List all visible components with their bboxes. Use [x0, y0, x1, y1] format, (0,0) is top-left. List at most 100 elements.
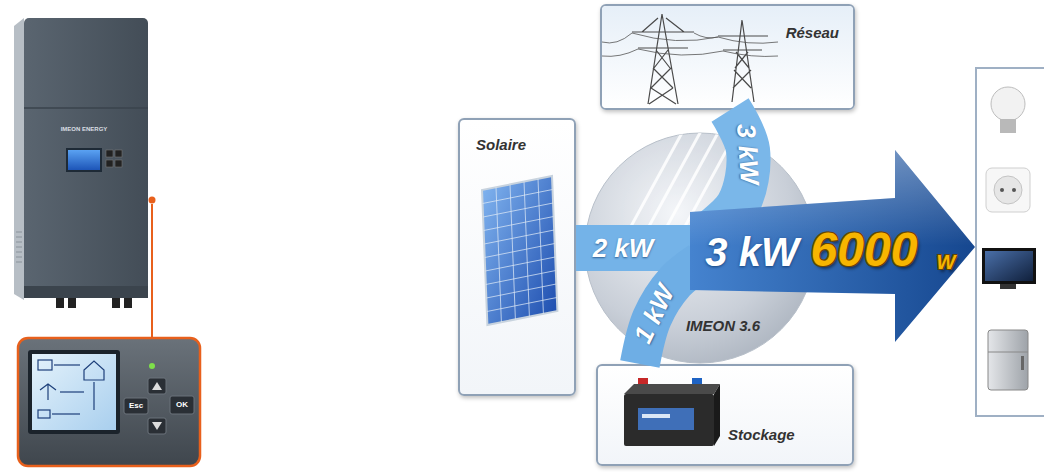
inverter-connectors	[56, 298, 132, 308]
inverter-vents	[16, 252, 22, 253]
storage-box: Stockage	[596, 364, 854, 466]
inverter-vents	[16, 232, 22, 262]
up-triangle	[152, 382, 162, 390]
total-power: 6000	[811, 226, 918, 274]
fridge-icon	[988, 330, 1028, 390]
node-title: Stockage	[728, 426, 795, 444]
inverter-connectors	[68, 298, 76, 308]
grid-box: Réseau	[600, 4, 855, 110]
big-arrow	[690, 150, 975, 342]
inverter-side	[14, 18, 24, 300]
battery-illustration	[624, 384, 720, 394]
lcd-icons	[60, 391, 84, 392]
inverter-photo	[14, 18, 148, 308]
down-button	[148, 418, 166, 434]
solar-panel-illustration	[460, 120, 574, 394]
leader-dot	[149, 197, 156, 204]
socket-hole	[1000, 188, 1004, 192]
pylon-illustration	[602, 6, 853, 108]
appliances-box	[976, 68, 1044, 416]
socket-hole	[1012, 188, 1016, 192]
node-title: IMEON 3.6	[686, 317, 761, 335]
button-label: OK	[176, 401, 188, 409]
lcd-bezel	[28, 350, 120, 434]
pylon-illustration	[602, 33, 778, 56]
solar-panel-illustration	[482, 176, 557, 325]
inverter-display	[66, 148, 102, 172]
tv-stand	[1000, 284, 1016, 289]
brand-logo: IMEON ENERGY	[61, 126, 108, 132]
power-unit: W	[937, 252, 956, 272]
power-value: 3 kW	[705, 232, 798, 272]
solar-panel-illustration	[482, 176, 557, 325]
pylon-illustration	[602, 49, 778, 56]
battery-illustration	[714, 384, 720, 446]
zoom-frame	[18, 338, 200, 466]
flow-label: 1 kW	[629, 281, 679, 347]
inverter-buttons	[115, 160, 122, 167]
up-button	[148, 378, 166, 394]
lcd-screen	[32, 354, 116, 430]
flow-label: 2 kW	[593, 235, 654, 261]
lcd-icons	[38, 360, 52, 370]
inverter-connectors	[56, 298, 64, 308]
esc-button	[124, 398, 148, 414]
inverter-connectors	[112, 298, 120, 308]
inverter-seam	[24, 107, 148, 109]
battery-illustration	[624, 394, 714, 446]
inverter-vents	[16, 262, 22, 263]
lcd-icons	[38, 360, 104, 418]
lcd-icons	[40, 384, 56, 400]
inverter-screen	[68, 150, 100, 170]
lcd-icons	[38, 410, 50, 418]
socket-face	[994, 176, 1022, 204]
inverter-vents	[16, 257, 22, 258]
lcd-icons	[84, 361, 104, 380]
inverter-vents	[16, 242, 22, 243]
tv-icon	[982, 248, 1036, 284]
pylon-illustration	[632, 14, 768, 104]
button-label: Esc	[129, 402, 143, 410]
inverter-buttons	[106, 160, 113, 167]
solar-box: Solaire	[458, 118, 576, 396]
pylon-illustration	[632, 14, 694, 104]
inverter-vents	[16, 237, 22, 238]
inverter-body	[24, 18, 148, 298]
inverter-buttons	[106, 150, 122, 167]
lcd-icons	[54, 364, 80, 365]
ok-button	[170, 396, 194, 414]
tv-screen	[985, 251, 1033, 281]
socket-icon	[986, 168, 1030, 212]
battery-illustration	[598, 366, 852, 464]
bulb-base	[1000, 119, 1016, 133]
node-title: Réseau	[786, 24, 840, 42]
display-zoom	[18, 338, 200, 466]
lcd-icons	[93, 382, 94, 410]
battery-illustration	[638, 408, 694, 430]
battery-illustration	[642, 414, 670, 418]
inverter-base	[24, 286, 148, 298]
pylon-illustration	[718, 20, 768, 102]
fridge-handle	[1021, 356, 1024, 370]
bulb-icon	[991, 87, 1025, 121]
pylon-illustration	[602, 6, 853, 108]
appliances-panel	[976, 68, 1044, 416]
status-led	[149, 363, 155, 369]
solar-panel-illustration	[482, 176, 557, 325]
flow-label: 3 kW	[733, 123, 763, 185]
inverter-buttons	[115, 150, 122, 157]
inverter-buttons	[106, 150, 113, 157]
node-title: Solaire	[476, 136, 527, 154]
inverter-connectors	[124, 298, 132, 308]
lcd-icons	[52, 413, 80, 414]
pylon-illustration	[602, 33, 778, 43]
inverter-vents	[16, 247, 22, 248]
inverter-vents	[16, 232, 22, 233]
leader-line	[151, 204, 153, 337]
fridge-door	[988, 352, 1028, 353]
big-arrow-shine	[690, 150, 975, 342]
down-triangle	[152, 422, 162, 430]
pylon-illustration	[694, 33, 718, 38]
